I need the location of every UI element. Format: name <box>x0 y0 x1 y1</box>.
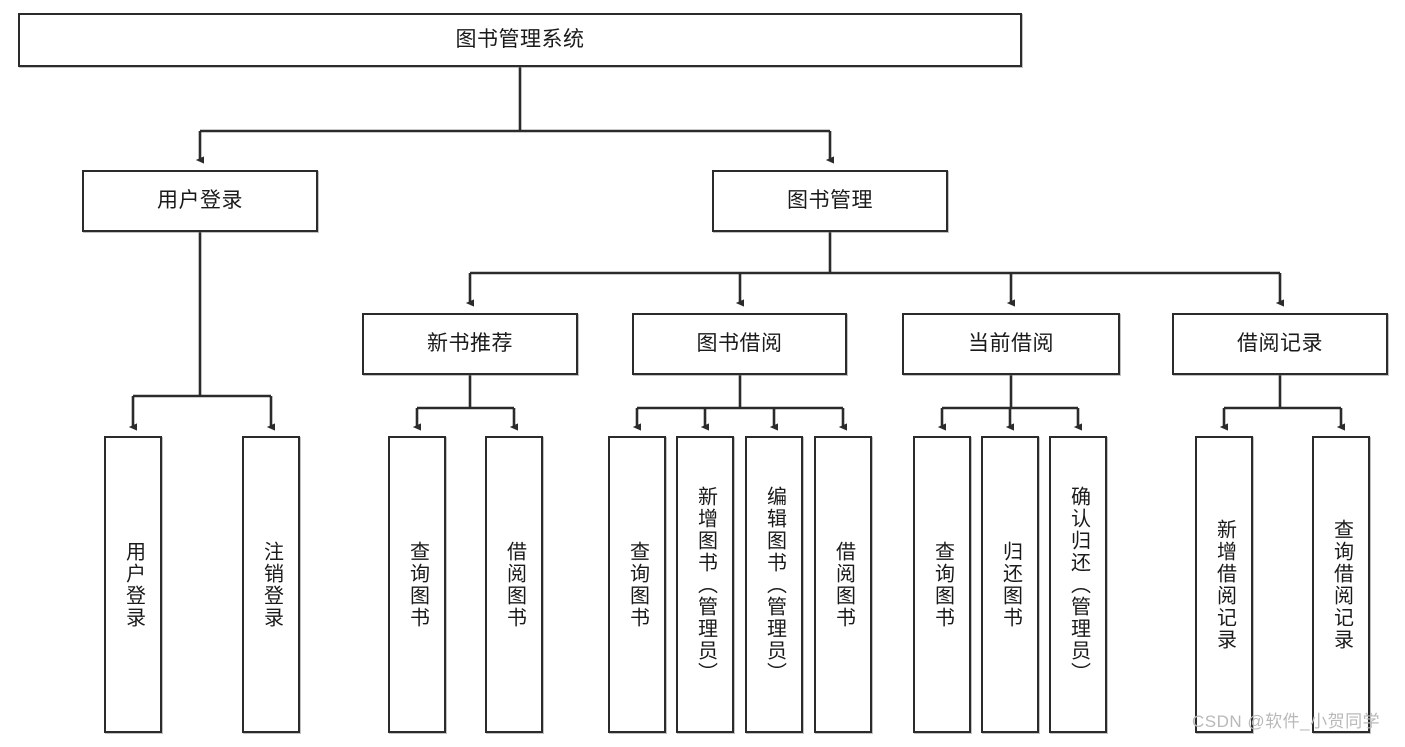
node-book-management[interactable]: 图书管理 <box>712 170 948 232</box>
leaf-confirm-return-admin-label: 确认归还（管理员） <box>1067 485 1090 684</box>
leaf-borrow-book-label: 借阅图书 <box>832 540 855 629</box>
leaf-return-book-label: 归还图书 <box>999 540 1022 629</box>
csdn-watermark: CSDN @软件_小贺同学 <box>1192 712 1381 731</box>
leaf-query-book-recommend-label: 查询图书 <box>406 540 429 629</box>
node-new-book-recommend-label: 新书推荐 <box>427 331 513 355</box>
connector-current-to-leaves <box>937 375 1083 431</box>
leaf-edit-book-admin-label: 编辑图书（管理员） <box>763 485 786 684</box>
leaf-edit-book-admin[interactable]: 编辑图书（管理员） <box>745 436 803 733</box>
leaf-query-book-borrow[interactable]: 查询图书 <box>608 436 666 733</box>
node-current-borrow-label: 当前借阅 <box>968 331 1054 355</box>
node-root-label: 图书管理系统 <box>455 27 585 51</box>
connector-borrow-to-leaves <box>632 375 848 431</box>
node-root[interactable]: 图书管理系统 <box>18 13 1022 67</box>
leaf-add-borrow-record-label: 新增借阅记录 <box>1213 518 1236 651</box>
connector-newbook-to-leaves <box>412 375 519 431</box>
node-book-borrow-label: 图书借阅 <box>696 331 783 355</box>
node-user-login-label: 用户登录 <box>157 188 243 212</box>
leaf-query-book-current-label: 查询图书 <box>931 540 954 629</box>
leaf-borrow-book-recommend[interactable]: 借阅图书 <box>485 436 543 733</box>
leaf-borrow-book-recommend-label: 借阅图书 <box>503 540 526 629</box>
leaf-add-book-admin-label: 新增图书（管理员） <box>694 485 717 684</box>
leaf-user-login[interactable]: 用户登录 <box>104 436 162 733</box>
leaf-confirm-return-admin[interactable]: 确认归还（管理员） <box>1049 436 1107 733</box>
leaf-query-borrow-record[interactable]: 查询借阅记录 <box>1312 436 1370 733</box>
leaf-logout-login[interactable]: 注销登录 <box>242 436 300 733</box>
leaf-query-borrow-record-label: 查询借阅记录 <box>1330 518 1353 651</box>
node-borrow-records-label: 借阅记录 <box>1237 331 1323 355</box>
node-new-book-recommend[interactable]: 新书推荐 <box>362 313 578 375</box>
node-book-borrow[interactable]: 图书借阅 <box>632 313 847 375</box>
connector-records-to-leaves <box>1219 375 1346 431</box>
leaf-query-book-borrow-label: 查询图书 <box>626 540 649 629</box>
connector-bookmgmt-to-level3 <box>465 232 1285 307</box>
leaf-add-book-admin[interactable]: 新增图书（管理员） <box>676 436 734 733</box>
connector-userlogin-to-leaves <box>128 232 276 431</box>
leaf-query-book-current[interactable]: 查询图书 <box>913 436 971 733</box>
node-book-management-label: 图书管理 <box>787 188 873 212</box>
leaf-add-borrow-record[interactable]: 新增借阅记录 <box>1195 436 1253 733</box>
node-borrow-records[interactable]: 借阅记录 <box>1172 313 1388 375</box>
node-user-login[interactable]: 用户登录 <box>82 170 318 232</box>
leaf-query-book-recommend[interactable]: 查询图书 <box>388 436 446 733</box>
leaf-user-login-label: 用户登录 <box>122 540 145 629</box>
connector-root-to-level2 <box>195 67 835 164</box>
leaf-logout-login-label: 注销登录 <box>260 540 283 629</box>
leaf-borrow-book[interactable]: 借阅图书 <box>814 436 872 733</box>
leaf-return-book[interactable]: 归还图书 <box>981 436 1039 733</box>
node-current-borrow[interactable]: 当前借阅 <box>902 313 1120 375</box>
